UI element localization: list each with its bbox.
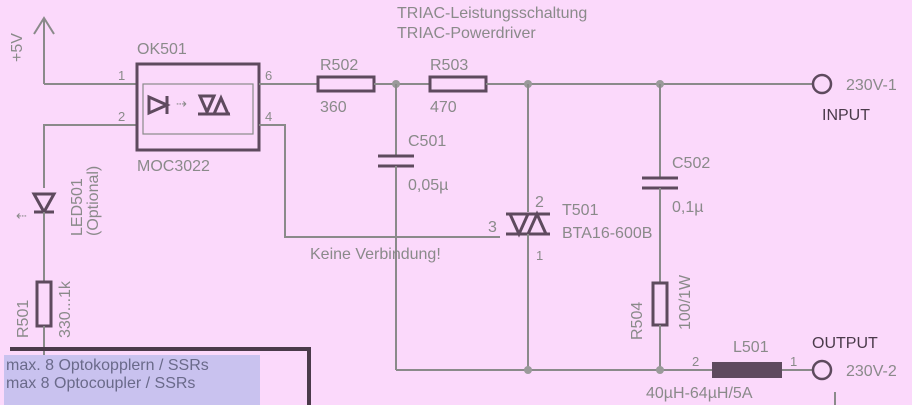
l501-value: 40µH-64µH/5A [646,385,753,402]
no-connection-note: Keine Verbindung! [310,246,441,263]
led-note: (Optional) [85,166,102,236]
opto-pin-6: 6 [265,68,272,83]
opto-diac-icon [197,94,217,116]
r503-value: 470 [430,99,457,116]
r504-body [651,281,669,327]
input-label: INPUT [822,107,870,124]
l501-pin-2: 2 [692,354,699,369]
opto-diac-icon-2 [211,94,231,116]
junction-dot [524,366,532,374]
led-icon [31,192,57,216]
c502-value: 0,1µ [672,199,703,216]
input-terminal-icon [811,73,833,95]
triac-pin-1: 1 [536,248,543,263]
output-label: OUTPUT [812,335,878,352]
r501-value: 330...1k [57,280,74,338]
r503-body [428,75,488,93]
bus-line [10,347,311,405]
opto-led-icon [147,94,171,116]
led-ref: LED501 [69,178,86,236]
opto-pin-2: 2 [118,109,125,124]
r502-body [316,75,376,93]
triac-icon [507,212,531,238]
output-terminal-label: 230V-2 [846,363,897,380]
supply-arrow-icon [33,16,55,35]
light-rays-icon: ⇢ [176,96,187,111]
title-en: TRIAC-Powerdriver [397,25,536,42]
l501-ref: L501 [733,339,769,356]
c501-value: 0,05µ [408,177,448,194]
input-terminal-label: 230V-1 [846,77,897,94]
opto-pin-4: 4 [265,109,272,124]
r504-ref: R504 [629,302,646,340]
r502-ref: R502 [320,57,358,74]
junction-dot [656,366,664,374]
optocoupler-ref: OK501 [137,41,187,58]
optocoupler-inner [142,83,254,135]
note-box: max. 8 Optokopplern / SSRs max 8 Optocou… [4,355,260,405]
triac-pin-2: 2 [535,194,544,211]
l501-pin-1: 1 [790,354,797,369]
wire-pin2 [43,124,137,188]
optocoupler-body [135,62,261,152]
l501-body [712,362,782,378]
opto-pin-1: 1 [118,68,125,83]
triac-pin-3: 3 [488,219,497,236]
wire-gate [259,124,500,238]
c502-ref: C502 [672,155,710,172]
optocoupler-part: MOC3022 [137,158,210,175]
note-de: max. 8 Optokopplern / SSRs [6,357,209,374]
triac-ref: T501 [562,202,599,219]
r501-ref: R501 [15,300,32,338]
r501-body [35,280,53,328]
c501-ref: C501 [408,133,446,150]
r502-value: 360 [320,99,347,116]
output-terminal-icon [811,359,833,381]
title-de: TRIAC-Leistungsschaltung [397,5,587,22]
r504-value: 100/1W [677,274,694,330]
supply-label: +5V [9,33,26,62]
triac-icon-2 [525,210,549,236]
led-rays-icon: ⇠ [16,208,27,223]
r503-ref: R503 [430,57,468,74]
note-en: max 8 Optocoupler / SSRs [6,375,196,392]
triac-part: BTA16-600B [562,225,652,242]
